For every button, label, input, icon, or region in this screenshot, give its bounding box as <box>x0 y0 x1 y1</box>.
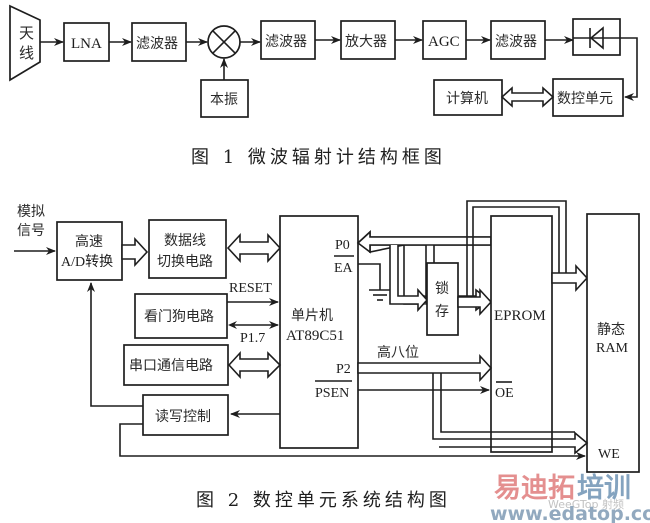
bus-latch-eprom <box>457 287 493 317</box>
lna-label: LNA <box>71 36 102 52</box>
amplifier-label: 放大器 <box>345 34 387 50</box>
adc-label-2: A/D转换 <box>61 253 113 270</box>
analog-input-label-2: 信号 <box>17 223 45 239</box>
rw-control-label: 读写控制 <box>155 408 211 425</box>
pin-we-label: WE <box>598 447 620 462</box>
pin-ea-label: EA <box>334 261 354 276</box>
figure-1: 天 线 LNA 滤波器 本振 滤波器 <box>9 4 638 168</box>
wire-latch-ram-1 <box>466 200 567 297</box>
pin-p0-label: P0 <box>335 238 350 253</box>
local-oscillator-label: 本振 <box>210 92 238 108</box>
high8-label: 高八位 <box>377 344 419 361</box>
local-oscillator-block: 本振 <box>200 79 249 118</box>
filter3-label: 滤波器 <box>495 34 537 50</box>
bus-p2-ram-upper <box>440 373 575 433</box>
amplifier-block: 放大器 <box>340 20 396 60</box>
serial-block: 串口通信电路 <box>123 344 229 386</box>
analog-input-label-1: 模拟 <box>17 204 45 220</box>
ram-block: 静态 RAM WE <box>586 213 640 473</box>
p17-label: P1.7 <box>240 331 265 346</box>
watchdog-label: 看门狗电路 <box>144 309 214 325</box>
bus-serial-mcu <box>227 350 282 380</box>
agc-block: AGC <box>422 20 467 60</box>
bus-switch-mcu <box>226 232 282 264</box>
adc-block: 高速 A/D转换 <box>56 221 123 281</box>
bus-adc-switch <box>121 236 149 268</box>
antenna-block: 天 线 <box>9 4 41 82</box>
figure2-caption: 图 2 数控单元系统结构图 <box>196 490 451 511</box>
antenna-label-2: 线 <box>19 44 34 62</box>
reset-label: RESET <box>229 281 272 296</box>
eprom-block: EPROM OE <box>490 215 553 453</box>
bus-p2-ram <box>432 373 589 455</box>
antenna-label-1: 天 <box>19 24 34 42</box>
wire-latch-ram-2 <box>472 206 560 297</box>
filter2-label: 滤波器 <box>265 34 307 50</box>
watermark-brand-blue: 培训 <box>577 473 631 504</box>
bus-switch-label-1: 数据线 <box>164 233 206 249</box>
ram-label-2: RAM <box>596 341 628 356</box>
watermark-url: www.edatop.com <box>490 503 650 523</box>
ground-icon <box>358 263 391 301</box>
watermark-sub: WeeGTop 射频 <box>548 497 624 511</box>
bus-eprom-ram <box>551 263 589 293</box>
diode-icon <box>589 26 604 50</box>
agc-label: AGC <box>428 34 460 50</box>
bus-switch-label-2: 切换电路 <box>157 253 213 270</box>
rw-control-block: 读写控制 <box>142 394 229 436</box>
adc-label-1: 高速 <box>75 233 103 250</box>
wire-rwcontrol-adc <box>87 282 143 407</box>
p17-back-arrow <box>228 321 237 329</box>
wire-rwcontrol-we <box>119 423 586 460</box>
bus-switch-block: 数据线 切换电路 <box>148 219 227 279</box>
latch-block: 锁 存 <box>426 262 459 336</box>
pin-psen-label: PSEN <box>315 386 349 401</box>
mixer-icon <box>207 25 241 59</box>
computer-label: 计算机 <box>446 91 488 107</box>
bus-p2-eprom <box>357 353 493 383</box>
filter1-label: 滤波器 <box>136 36 178 52</box>
latch-label-2: 存 <box>435 304 449 320</box>
mcu-block: 单片机 AT89C51 P0 EA P2 PSEN <box>279 215 359 449</box>
filter2-block: 滤波器 <box>260 20 316 60</box>
eprom-label: EPROM <box>494 308 546 324</box>
latch-label-1: 锁 <box>435 281 449 297</box>
watermark: 易迪拓 培训 WeeGTop 射频 www.edatop.com <box>490 473 650 523</box>
bus-computer-control <box>500 86 555 108</box>
filter1-block: 滤波器 <box>131 22 187 62</box>
figure1-caption: 图 1 微波辐射计结构框图 <box>191 147 446 168</box>
watermark-brand-red: 易迪拓 <box>494 473 575 504</box>
filter3-block: 滤波器 <box>490 20 546 60</box>
wire-detector-control <box>620 37 638 101</box>
watchdog-block: 看门狗电路 <box>134 293 228 339</box>
lna-block: LNA <box>63 22 110 62</box>
pin-oe-label: OE <box>495 386 514 401</box>
computer-block: 计算机 <box>433 79 503 116</box>
mcu-label-2: AT89C51 <box>286 328 344 344</box>
figure-2: 模拟 信号 高速 A/D转换 数据线 切换电路 单片机 AT89C51 P0 E… <box>14 200 640 511</box>
serial-label: 串口通信电路 <box>129 358 213 374</box>
control-unit-block: 数控单元 <box>552 78 624 117</box>
mcu-label-1: 单片机 <box>291 308 333 324</box>
control-unit-label: 数控单元 <box>557 91 613 107</box>
ram-label-1: 静态 <box>597 322 625 338</box>
detector-block <box>572 18 621 56</box>
pin-p2-label: P2 <box>336 362 351 377</box>
